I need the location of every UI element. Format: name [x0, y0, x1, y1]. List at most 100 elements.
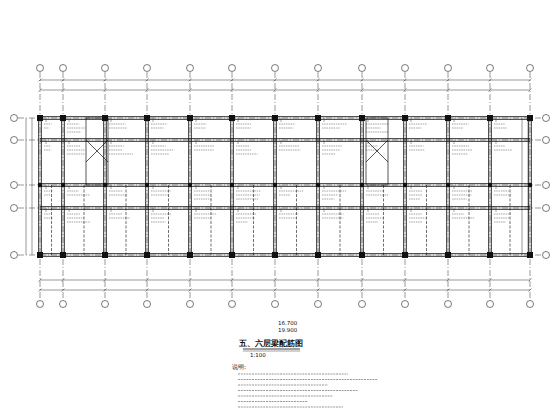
beam-annotation: [452, 218, 474, 219]
column: [527, 115, 533, 121]
leader-line: [368, 185, 369, 189]
axis-line: [18, 255, 542, 256]
beam-annotation: [67, 195, 90, 196]
beam-annotation: [322, 199, 334, 200]
beam-annotation: [322, 124, 347, 125]
beam-annotation: [109, 150, 122, 151]
beam-annotation: [236, 195, 260, 196]
beam-annotation: [236, 191, 260, 192]
beam-annotation: [366, 218, 384, 219]
axis-bubble: [102, 65, 109, 72]
column: [230, 183, 234, 187]
dimension-tick: [361, 279, 364, 282]
dimension-tick: [274, 279, 277, 282]
column: [445, 115, 451, 121]
beam-line: [40, 138, 530, 139]
column: [187, 115, 193, 121]
leader-line: [411, 140, 412, 144]
leader-line: [454, 140, 455, 144]
beam-annotation: [151, 146, 166, 147]
column: [487, 252, 493, 258]
leader-line: [111, 208, 112, 212]
drawing-text: 说明:: [232, 364, 246, 370]
axis-bubble: [315, 65, 322, 72]
axis-bubble: [543, 137, 550, 144]
dimension-tick: [231, 289, 234, 292]
dimension-tick: [489, 289, 492, 292]
column: [446, 183, 450, 187]
dimension-tick: [404, 79, 407, 82]
beam-annotation: [109, 195, 127, 196]
beam-annotation: [67, 132, 81, 133]
axis-bubble: [272, 301, 279, 308]
beam-annotation: [151, 128, 164, 129]
beam-annotation: [236, 146, 249, 147]
beam-annotation: [236, 128, 251, 129]
beam-annotation: [452, 199, 467, 200]
beam-annotation: [44, 191, 53, 192]
beam-annotation: [109, 128, 127, 129]
column: [37, 252, 43, 258]
beam-line: [40, 119, 530, 120]
beam-annotation: [67, 191, 79, 192]
beam-annotation: [236, 124, 251, 125]
dimension-tick: [189, 279, 192, 282]
beam-annotation: [452, 154, 468, 155]
secondary-beam: [253, 185, 254, 255]
column: [273, 183, 277, 187]
beam-annotation: [279, 195, 291, 196]
column: [402, 115, 408, 121]
axis-bubble: [187, 301, 194, 308]
axis-bubble: [229, 301, 236, 308]
axis-bubble: [11, 137, 18, 144]
column: [488, 183, 492, 187]
column: [315, 115, 321, 121]
leader-line: [324, 140, 325, 144]
note-line: [238, 396, 333, 397]
column: [60, 252, 66, 258]
column: [229, 252, 235, 258]
leader-line: [324, 208, 325, 212]
beam-annotation: [409, 222, 422, 223]
secondary-beam: [51, 185, 52, 255]
column: [144, 115, 150, 121]
leader-line: [46, 208, 47, 212]
leader-line: [454, 185, 455, 189]
axis-bubble: [11, 205, 18, 212]
leader-line: [411, 118, 412, 122]
axis-bubble: [543, 182, 550, 189]
beam-annotation: [409, 128, 421, 129]
leader-line: [238, 208, 239, 212]
beam-annotation: [409, 199, 421, 200]
column: [359, 115, 365, 121]
secondary-beam: [383, 185, 384, 255]
leader-line: [153, 140, 154, 144]
beam-annotation: [366, 132, 389, 133]
dimension-line: [40, 280, 530, 281]
beam-annotation: [44, 146, 51, 147]
beam-annotation: [236, 154, 258, 155]
axis-bubble: [402, 65, 409, 72]
leader-line: [454, 208, 455, 212]
dimension-tick: [62, 279, 65, 282]
secondary-beam: [340, 185, 341, 255]
column: [272, 115, 278, 121]
stair-opening: [86, 118, 388, 185]
beam-annotation: [194, 146, 214, 147]
beam-annotation: [151, 222, 166, 223]
beam-annotation: [409, 195, 423, 196]
dimension-tick: [317, 79, 320, 82]
beam-annotation: [109, 191, 123, 192]
column: [38, 183, 42, 187]
leader-line: [111, 140, 112, 144]
dimension-tick: [447, 279, 450, 282]
beam-annotation: [279, 214, 298, 215]
axis-bubble: [11, 115, 18, 122]
beam-annotation: [194, 128, 206, 129]
dimension-tick: [361, 89, 364, 92]
beam-annotation: [67, 150, 85, 151]
leader-line: [411, 208, 412, 212]
column: [187, 252, 193, 258]
beam-annotation: [366, 214, 379, 215]
